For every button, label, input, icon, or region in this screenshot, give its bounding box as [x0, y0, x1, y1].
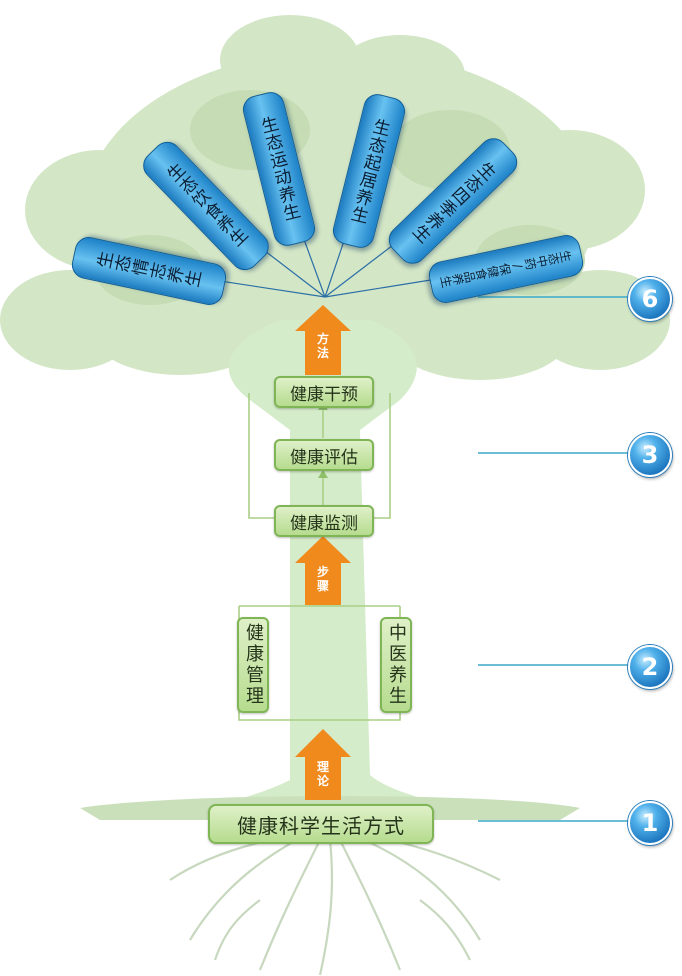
badge-2: 2	[628, 645, 672, 689]
root-healthy-lifestyle: 健康科学生活方式	[208, 804, 434, 844]
badge-3: 3	[628, 433, 672, 477]
badge-6: 6	[628, 277, 672, 321]
arrow-label-method: 方法	[316, 332, 329, 360]
step-health-intervention: 健康干预	[274, 376, 374, 408]
foundation-tcm-health: 中医养生	[380, 617, 412, 713]
step-health-assessment: 健康评估	[274, 439, 374, 471]
orange-arrows	[295, 305, 351, 800]
arrow-label-theory: 理论	[316, 760, 329, 788]
pointer-lines	[478, 296, 636, 822]
step-health-monitoring: 健康监测	[274, 505, 374, 537]
tree-roots	[169, 834, 501, 976]
arrow-label-steps: 步骤	[316, 565, 329, 593]
badge-1: 1	[628, 801, 672, 845]
foundation-health-management: 健康管理	[237, 617, 269, 713]
